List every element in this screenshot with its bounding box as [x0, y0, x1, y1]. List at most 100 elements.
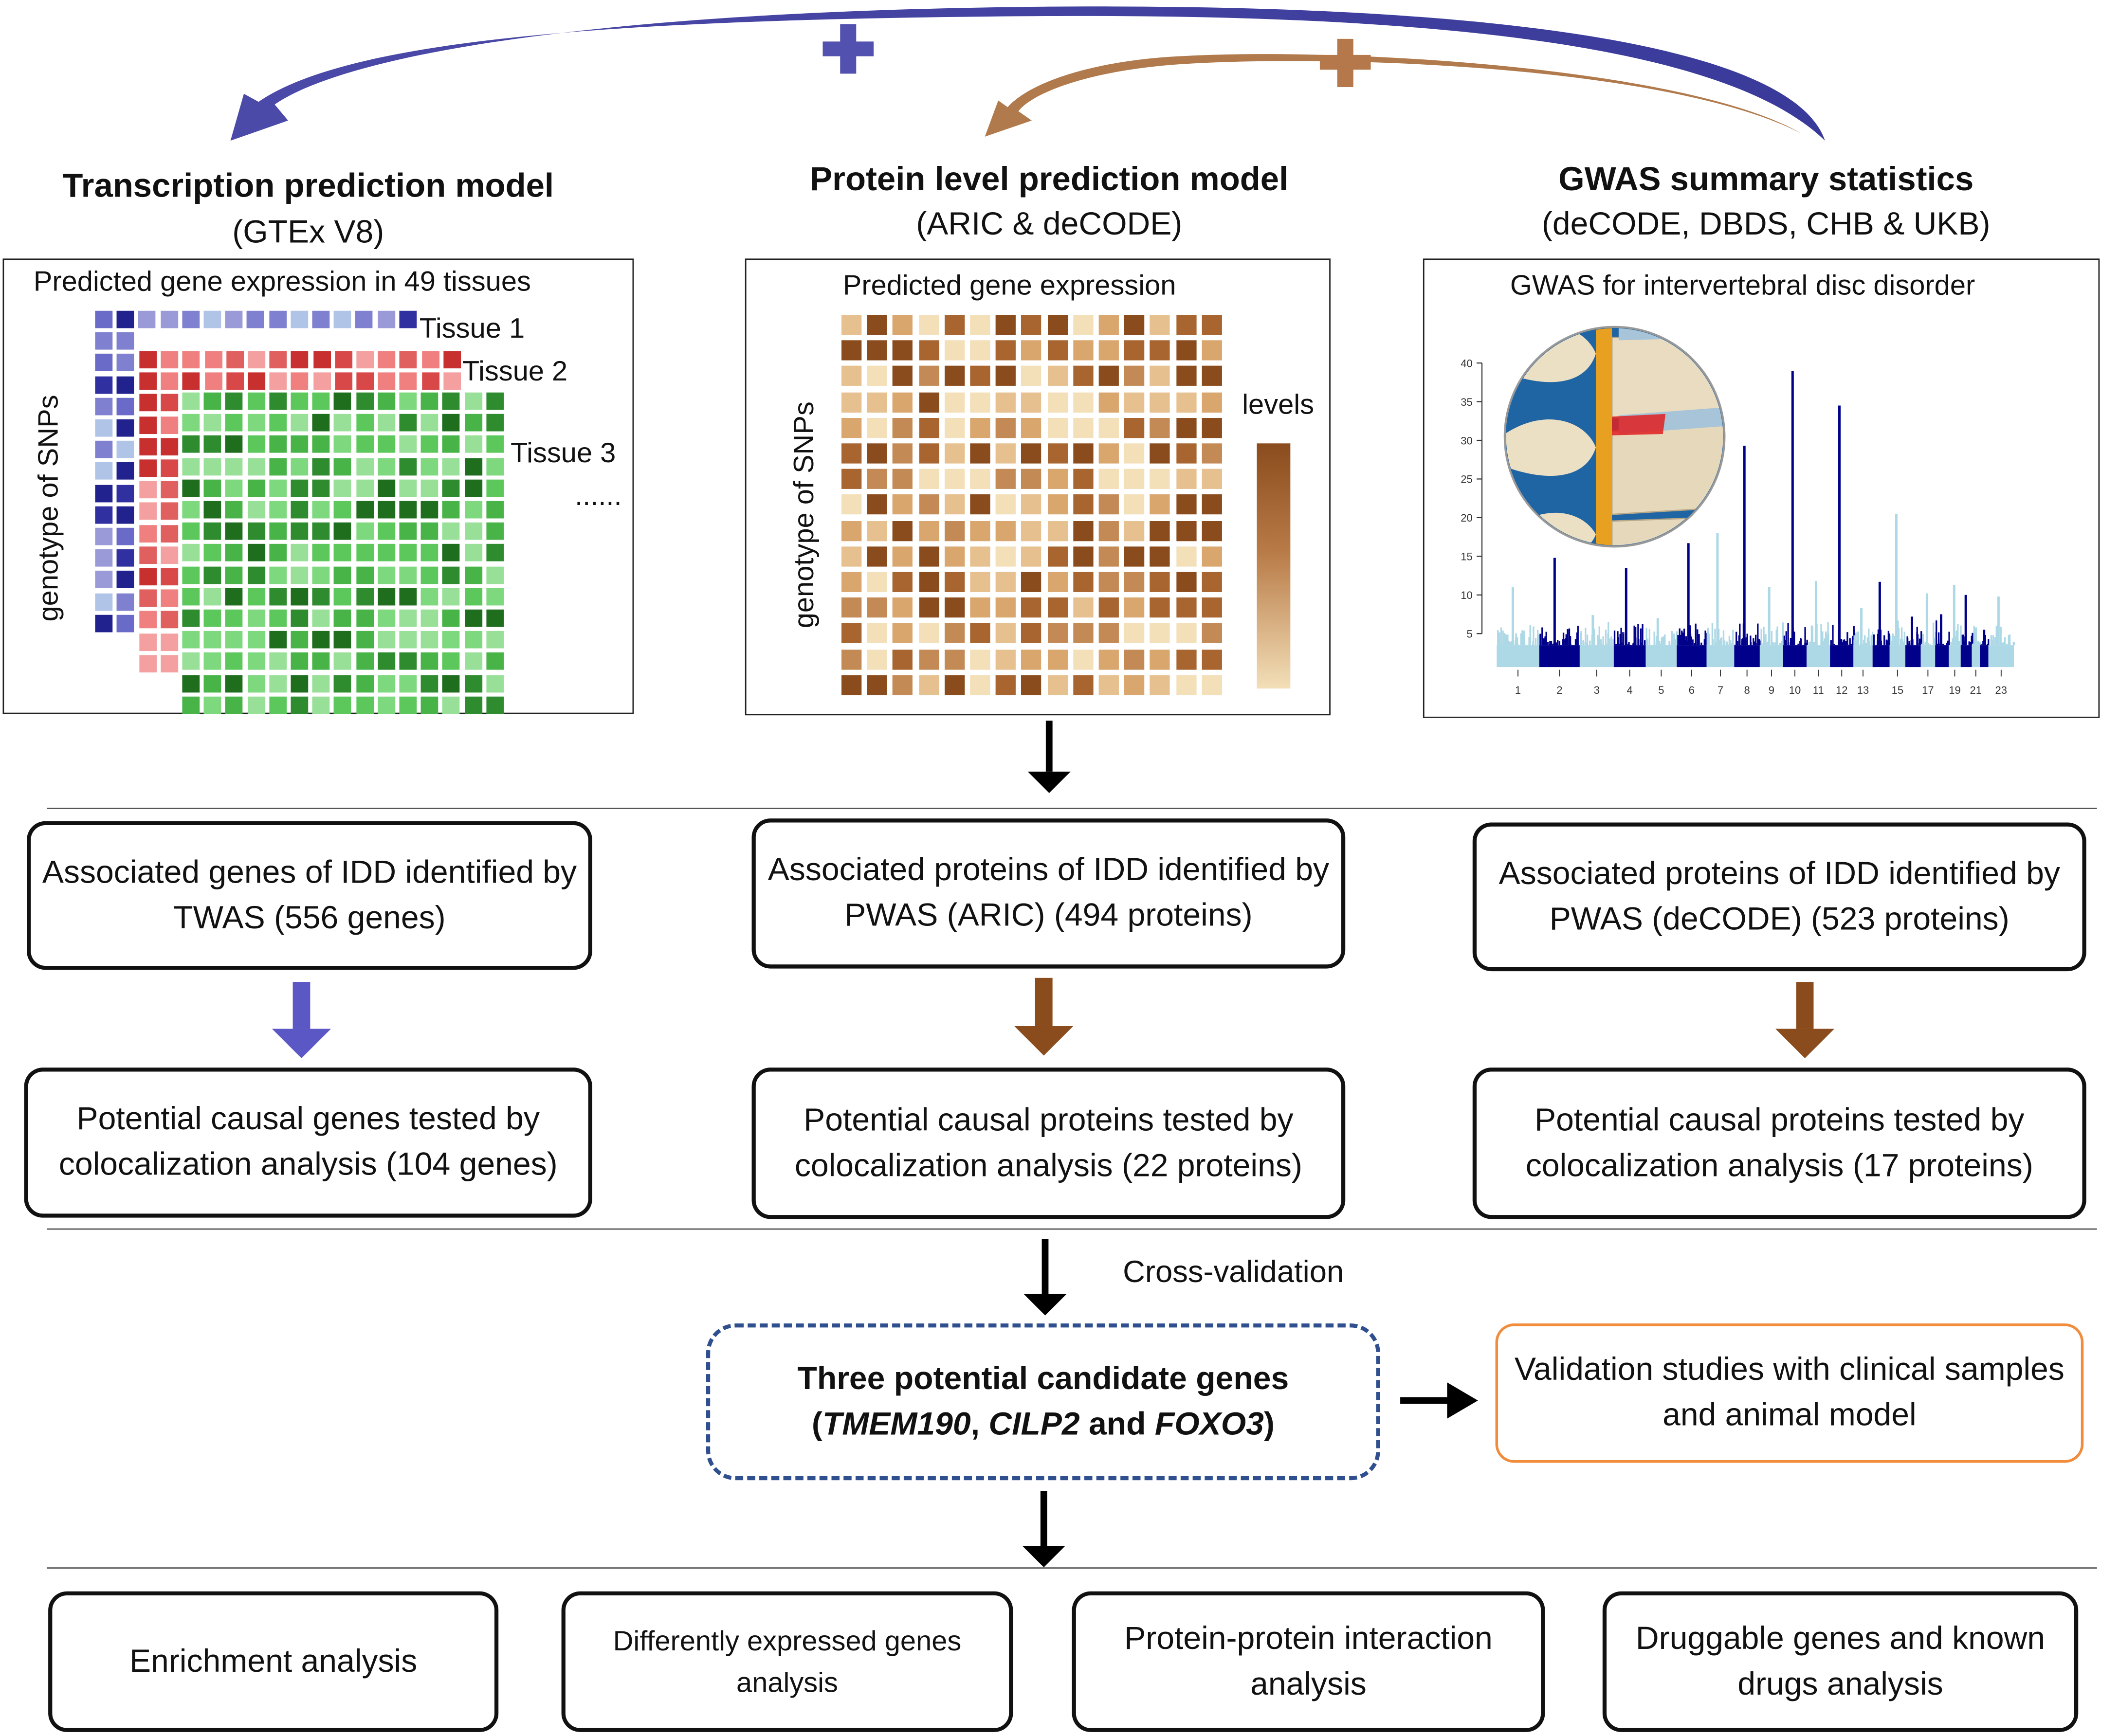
snp-point — [1863, 640, 1864, 645]
heatmap-cell — [464, 414, 482, 432]
heatmap-cell — [161, 612, 179, 629]
heatmap-cell — [421, 351, 439, 368]
heatmap-cell — [841, 315, 861, 335]
x-tick-label: 2 — [1556, 684, 1562, 696]
heatmap-cell — [399, 696, 417, 714]
snp-point — [1508, 641, 1510, 645]
heatmap-cell — [1099, 315, 1119, 335]
heatmap-cell — [356, 373, 374, 390]
heatmap-cell — [269, 479, 287, 497]
snp-point — [1892, 639, 1893, 645]
heatmap-cell — [247, 457, 265, 475]
pwas-aric-box: Associated proteins of IDD identified by… — [752, 818, 1346, 968]
heatmap-cell — [269, 588, 287, 605]
legend-label: levels — [1242, 390, 1314, 422]
heatmap-cell — [269, 311, 286, 328]
snp-point — [2006, 644, 2008, 645]
heatmap-cell — [1099, 443, 1119, 463]
heatmap-cell — [970, 546, 990, 566]
heatmap-cell — [944, 392, 964, 412]
snp-point — [1804, 627, 1806, 645]
heatmap-cell — [1022, 546, 1041, 566]
heatmap-cell — [334, 414, 352, 432]
snp-point — [1704, 639, 1706, 646]
heatmap-cell — [1124, 392, 1144, 412]
heatmap-cell — [1176, 521, 1196, 541]
heatmap-cell — [1047, 315, 1067, 335]
heatmap-cell — [139, 351, 157, 368]
snp-point — [1529, 643, 1530, 645]
heatmap-cell — [1176, 623, 1196, 643]
heatmap-cell — [919, 623, 939, 643]
snp-point — [1909, 644, 1910, 645]
heatmap-cell — [464, 393, 482, 410]
peak-chr-10 — [1791, 371, 1794, 645]
heatmap-cell — [291, 696, 308, 714]
heatmap-cell — [421, 631, 438, 649]
chromosome-1-points — [1497, 645, 1539, 667]
snp-point — [1712, 639, 1714, 646]
snp-point — [1707, 632, 1708, 645]
heatmap-cell — [95, 419, 112, 437]
heatmap-cell — [356, 311, 373, 328]
heatmap-cell — [182, 436, 200, 453]
snp-point — [1827, 622, 1828, 645]
heatmap-cell — [291, 566, 308, 583]
heatmap-cell — [443, 588, 460, 605]
heatmap-cell — [867, 495, 887, 515]
heatmap-cell — [226, 457, 243, 475]
heatmap-cell — [139, 655, 157, 672]
heatmap-cell — [1150, 597, 1170, 617]
snp-point — [1605, 630, 1607, 645]
heatmap-cell — [95, 441, 112, 458]
heatmap-cell — [1022, 572, 1041, 592]
snp-point — [1646, 642, 1648, 645]
x-tick-label: 12 — [1836, 684, 1848, 696]
snp-point — [1936, 643, 1937, 645]
snp-point — [1547, 642, 1549, 645]
heatmap-cell — [334, 436, 352, 453]
heatmap-cell — [841, 623, 861, 643]
heatmap-cell — [226, 588, 243, 605]
heatmap-cell — [996, 597, 1016, 617]
divider — [47, 1229, 2097, 1230]
snp-point — [1938, 633, 1939, 645]
right-arrow-head — [1447, 1382, 1478, 1418]
heatmap-cell — [1124, 572, 1144, 592]
chromosome-18-points — [1935, 645, 1949, 667]
heatmap-cell — [117, 398, 134, 415]
heatmap-cell — [970, 392, 990, 412]
heatmap-cell — [356, 479, 373, 497]
heatmap-cell — [182, 631, 200, 649]
snp-point — [1617, 631, 1618, 645]
heatmap-cell — [247, 414, 265, 432]
heatmap-cell — [226, 414, 243, 432]
heatmap-cell — [1073, 366, 1093, 386]
heatmap-cell — [247, 610, 265, 627]
snp-point — [1694, 643, 1695, 645]
heatmap-cell — [204, 566, 221, 583]
snp-point — [1698, 634, 1699, 645]
x-tick-label: 10 — [1789, 684, 1801, 696]
heatmap-cell — [443, 501, 460, 519]
heatmap-cell — [464, 631, 482, 649]
heatmap-cell — [95, 332, 112, 350]
snp-point — [1969, 641, 1970, 645]
heatmap-cell — [204, 631, 221, 649]
blue-down-arrow — [293, 982, 311, 1029]
heatmap-cell — [867, 366, 887, 386]
x-tick-label: 11 — [1813, 684, 1824, 696]
snp-point — [1681, 631, 1682, 645]
heatmap-cell — [335, 351, 352, 368]
snp-point — [1583, 640, 1584, 645]
heatmap-cell — [117, 354, 134, 372]
heatmap-cell — [1022, 649, 1041, 669]
heatmap-cell — [226, 373, 244, 390]
heatmap-cell — [312, 610, 330, 627]
chromosome-3-points — [1580, 645, 1614, 667]
heatmap-cell — [867, 521, 887, 541]
heatmap-cell — [183, 373, 201, 390]
heatmap-cell — [1073, 675, 1093, 695]
heatmap-cell — [893, 495, 913, 515]
heatmap-cell — [161, 416, 179, 434]
